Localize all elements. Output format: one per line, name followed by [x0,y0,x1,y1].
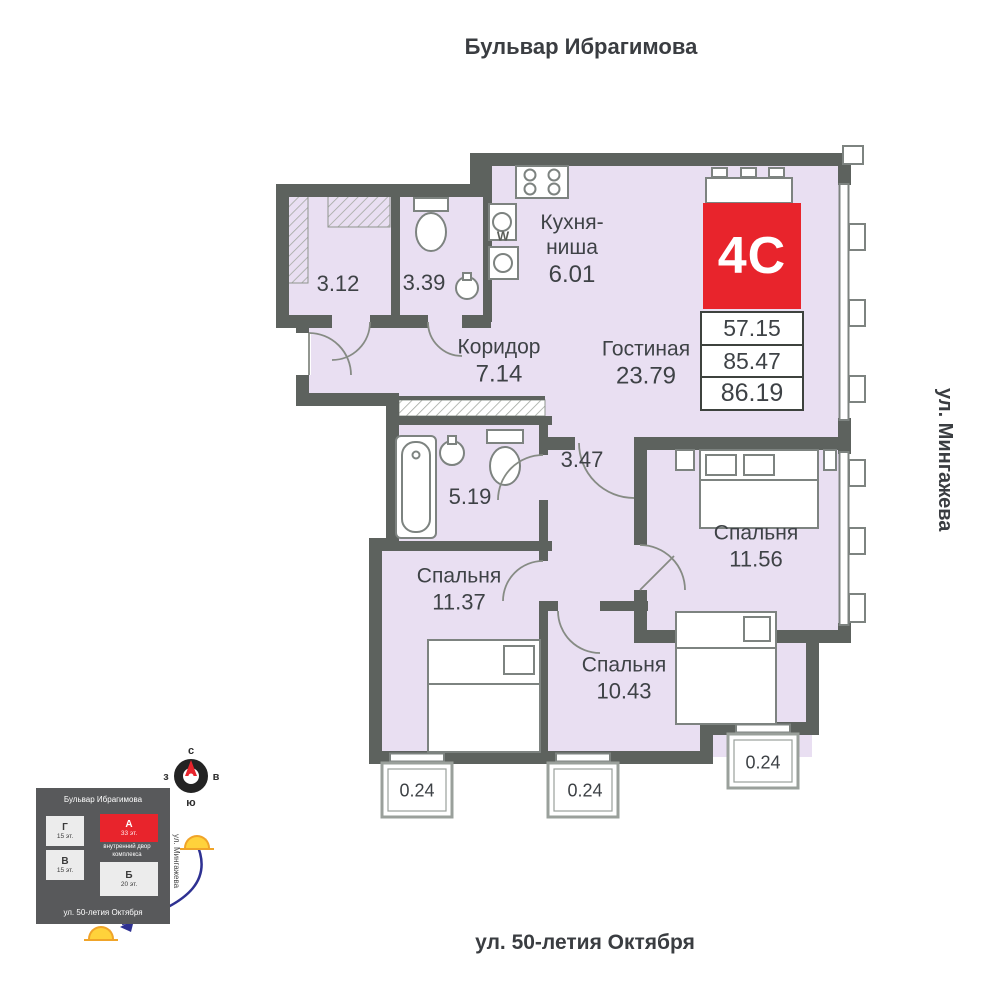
compass-south: ю [186,797,195,809]
street-top-label: Бульвар Ибрагимова [464,34,698,59]
bed-icon-bedroom2 [427,639,541,753]
dining-table-icon [705,167,793,204]
balcony3-area: 0.24 [745,752,781,773]
corridor-area: 7.14 [475,360,523,388]
facade-windows [838,145,866,626]
building-b: Б 20 эт. [100,862,158,896]
street-right-label: ул. Мингажева [934,388,956,532]
wc-area: 3.39 [402,270,446,296]
kitchen-name-2: ниша [546,235,598,259]
minimap-panel: Бульвар Ибрагимова Г 15 эт. В 15 эт. А 3… [36,788,170,924]
bathroom-area: 5.19 [448,484,492,510]
bedroom2-name: Спальня [416,564,502,588]
kitchen-name-1: Кухня- [540,211,604,235]
unit-badge: 4C [703,203,801,309]
area-living-value: 57.15 [700,311,804,346]
area-total-value: 85.47 [700,343,804,379]
wc-sink-icon [455,272,479,300]
door-arcs [308,321,686,654]
toilet2-icon [486,429,524,486]
room-label-balcony2: 0.24 [567,780,602,801]
building-g-label: Г [62,821,68,833]
room-label-wc: 3.39 [403,270,446,296]
bedroom1-area: 11.56 [729,546,783,572]
wardrobe-area: 3.12 [316,271,360,297]
bed-icon-bedroom1 [675,449,837,529]
room-label-bedroom1: Спальня 11.56 [714,522,798,573]
minimap-street-top: Бульвар Ибрагимова [63,795,143,804]
compass-north: с [188,745,194,757]
kitchen-sink-icon [488,203,517,241]
building-v: В 15 эт. [46,850,84,880]
bath-sink-icon [439,435,465,466]
entrance-opening [294,333,311,375]
room-label-hall: 3.47 [561,447,604,473]
bedroom3-name: Спальня [581,653,667,677]
balconies [380,732,800,819]
kitchen-area: 6.01 [548,260,596,288]
minimap-street-bottom: ул. 50-летия Октября [63,908,143,917]
room-label-corridor: Коридор 7.14 [458,335,541,388]
compass-west: з [163,771,169,783]
unit-area-table: 57.15 85.47 86.19 [700,311,804,411]
street-bottom-label: ул. 50-летия Октября [475,931,695,954]
minimap-deco: с в ю з [120,745,220,932]
building-v-label: В [61,855,69,867]
washer-label: W [496,228,510,244]
building-b-floors: 20 эт. [120,880,138,888]
room-fills [282,160,845,757]
building-a-highlighted: А 33 эт. [100,814,158,842]
bedroom1-name: Спальня [713,521,799,545]
bed-icon-bedroom3 [675,611,777,725]
building-b-label: Б [125,869,133,881]
room-label-living: Гостиная 23.79 [602,337,690,390]
toilet-icon [413,197,449,252]
room-label-kitchen: Кухня- ниша 6.01 [540,211,603,289]
room-label-balcony1: 0.24 [399,780,434,801]
living-name: Гостиная [601,337,691,361]
balcony2-area: 0.24 [567,780,603,801]
hall-area: 3.47 [560,447,604,473]
stove-icon [515,165,569,199]
room-label-balcony3: 0.24 [745,752,780,773]
building-g: Г 15 эт. [46,816,84,846]
compass-east: в [213,771,220,783]
area-full-value: 86.19 [700,376,804,411]
bedroom2-area: 11.37 [432,589,486,615]
bedroom3-area: 10.43 [596,678,652,704]
room-label-bathroom: 5.19 [449,484,492,510]
room-label-bedroom2: Спальня 11.37 [417,565,501,616]
balcony1-area: 0.24 [399,780,435,801]
building-v-floors: 15 эт. [56,866,74,874]
site-minimap: с в ю з Бульвар Ибрагимова Г 15 эт. В 15… [28,738,243,953]
fixtures [395,165,837,753]
bathtub-icon [395,435,437,539]
minimap-street-right: ул. Мингажева [172,834,181,889]
living-area: 23.79 [615,362,677,390]
corridor-name: Коридор [457,335,541,359]
minimap-courtyard-label: внутренний двор комплекса [103,844,151,858]
compass-icon: с в ю з [163,745,219,809]
building-g-floors: 15 эт. [56,832,74,840]
building-a-floors: 33 эт. [120,829,138,837]
room-label-wardrobe: 3.12 [317,271,360,297]
washing-machine-icon [488,246,519,280]
room-label-bedroom3: Спальня 10.43 [582,654,666,705]
building-a-label: А [125,818,133,830]
